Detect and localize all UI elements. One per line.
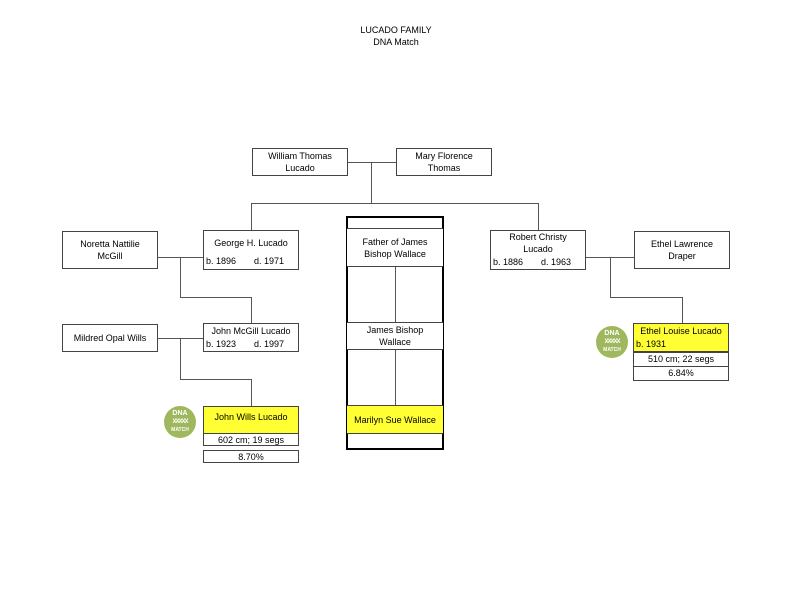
person-marilyn-sue-wallace[interactable]: Marilyn Sue Wallace: [347, 405, 443, 434]
descent-line: [395, 267, 396, 322]
person-name-line2: Draper: [668, 251, 696, 261]
death-year: d. 1963: [541, 257, 572, 267]
shared-dna-percent: 8.70%: [203, 450, 299, 463]
person-name-line2: Bishop Wallace: [364, 248, 426, 259]
birth-year: b. 1931: [636, 339, 667, 349]
descent-line-right: [538, 203, 539, 230]
descent-line: [371, 162, 372, 203]
badge-helix: XXXXX: [172, 419, 188, 425]
descent-line: [180, 297, 251, 298]
dna-match-badge-icon: DNA XXXXX MATCH: [164, 406, 196, 438]
person-name-line1: Mary Florence: [415, 151, 473, 161]
descent-line: [682, 297, 683, 323]
person-name-line1: Noretta Nattilie: [80, 239, 140, 249]
person-name: John McGill Lucado: [211, 326, 291, 336]
birth-year: b. 1886: [493, 257, 524, 267]
person-mildred-opal-wills[interactable]: Mildred Opal Wills: [62, 324, 158, 352]
descent-line: [610, 257, 611, 297]
badge-text-match: MATCH: [171, 427, 189, 433]
sibling-line: [251, 203, 539, 204]
descent-line: [251, 379, 252, 406]
person-ethel-lawrence-draper[interactable]: Ethel Lawrence Draper: [634, 231, 730, 269]
person-name-line1: Ethel Lawrence: [650, 239, 714, 249]
chart-title: LUCADO FAMILY: [360, 25, 432, 35]
person-name-line1: James Bishop: [366, 325, 424, 335]
descent-line: [180, 257, 181, 297]
badge-text-dna: DNA: [172, 410, 188, 417]
marriage-line: [348, 162, 396, 163]
person-name-line2: Lucado: [523, 244, 553, 254]
person-name: George H. Lucado: [214, 238, 288, 248]
dna-match-badge-icon: DNA XXXXX MATCH: [596, 326, 628, 358]
birth-year: b. 1923: [206, 339, 237, 349]
person-robert-christy-lucado[interactable]: Robert Christy Lucado b. 1886 d. 1963: [490, 230, 586, 270]
person-name-line2: Lucado: [285, 163, 315, 173]
shared-cm-segments: 510 cm; 22 segs: [633, 352, 729, 367]
person-name: Mildred Opal Wills: [73, 333, 147, 343]
person-father-of-james-bishop-wallace[interactable]: Father of James Bishop Wallace: [347, 228, 443, 267]
chart-subtitle: DNA Match: [373, 37, 419, 47]
death-year: d. 1997: [254, 339, 285, 349]
badge-text-match: MATCH: [603, 347, 621, 353]
person-william-thomas-lucado[interactable]: William Thomas Lucado: [252, 148, 348, 176]
person-ethel-louise-lucado[interactable]: Ethel Louise Lucado b. 1931: [633, 323, 729, 352]
shared-dna-percent: 6.84%: [633, 366, 729, 381]
person-name-line1: Robert Christy: [509, 232, 567, 242]
person-john-mcgill-lucado[interactable]: John McGill Lucado b. 1923 d. 1997: [203, 323, 299, 352]
descent-line: [251, 297, 252, 323]
descent-line: [180, 379, 251, 380]
descent-line: [180, 338, 181, 379]
badge-text-dna: DNA: [604, 330, 620, 337]
person-name-line2: Wallace: [379, 337, 411, 347]
person-name: John Wills Lucado: [214, 412, 288, 422]
badge-helix: XXXXX: [604, 339, 620, 345]
person-george-h-lucado[interactable]: George H. Lucado b. 1896 d. 1971: [203, 230, 299, 270]
person-james-bishop-wallace[interactable]: James Bishop Wallace: [347, 322, 443, 350]
descent-line-left: [251, 203, 252, 230]
person-name-line1: William Thomas: [268, 151, 332, 161]
descent-line: [610, 297, 682, 298]
person-name: Ethel Louise Lucado: [640, 326, 722, 336]
person-noretta-nattilie-mcgill[interactable]: Noretta Nattilie McGill: [62, 231, 158, 269]
descent-line: [395, 350, 396, 405]
person-john-wills-lucado[interactable]: John Wills Lucado: [203, 406, 299, 434]
center-lineage-column: Father of James Bishop Wallace James Bis…: [346, 216, 444, 450]
shared-cm-segments: 602 cm; 19 segs: [203, 433, 299, 446]
person-name-line2: McGill: [97, 251, 123, 261]
person-name-line2: Thomas: [427, 163, 461, 173]
person-name: Marilyn Sue Wallace: [354, 414, 436, 425]
death-year: d. 1971: [254, 256, 285, 266]
person-mary-florence-thomas[interactable]: Mary Florence Thomas: [396, 148, 492, 176]
birth-year: b. 1896: [206, 256, 237, 266]
person-name-line1: Father of James: [362, 236, 428, 247]
